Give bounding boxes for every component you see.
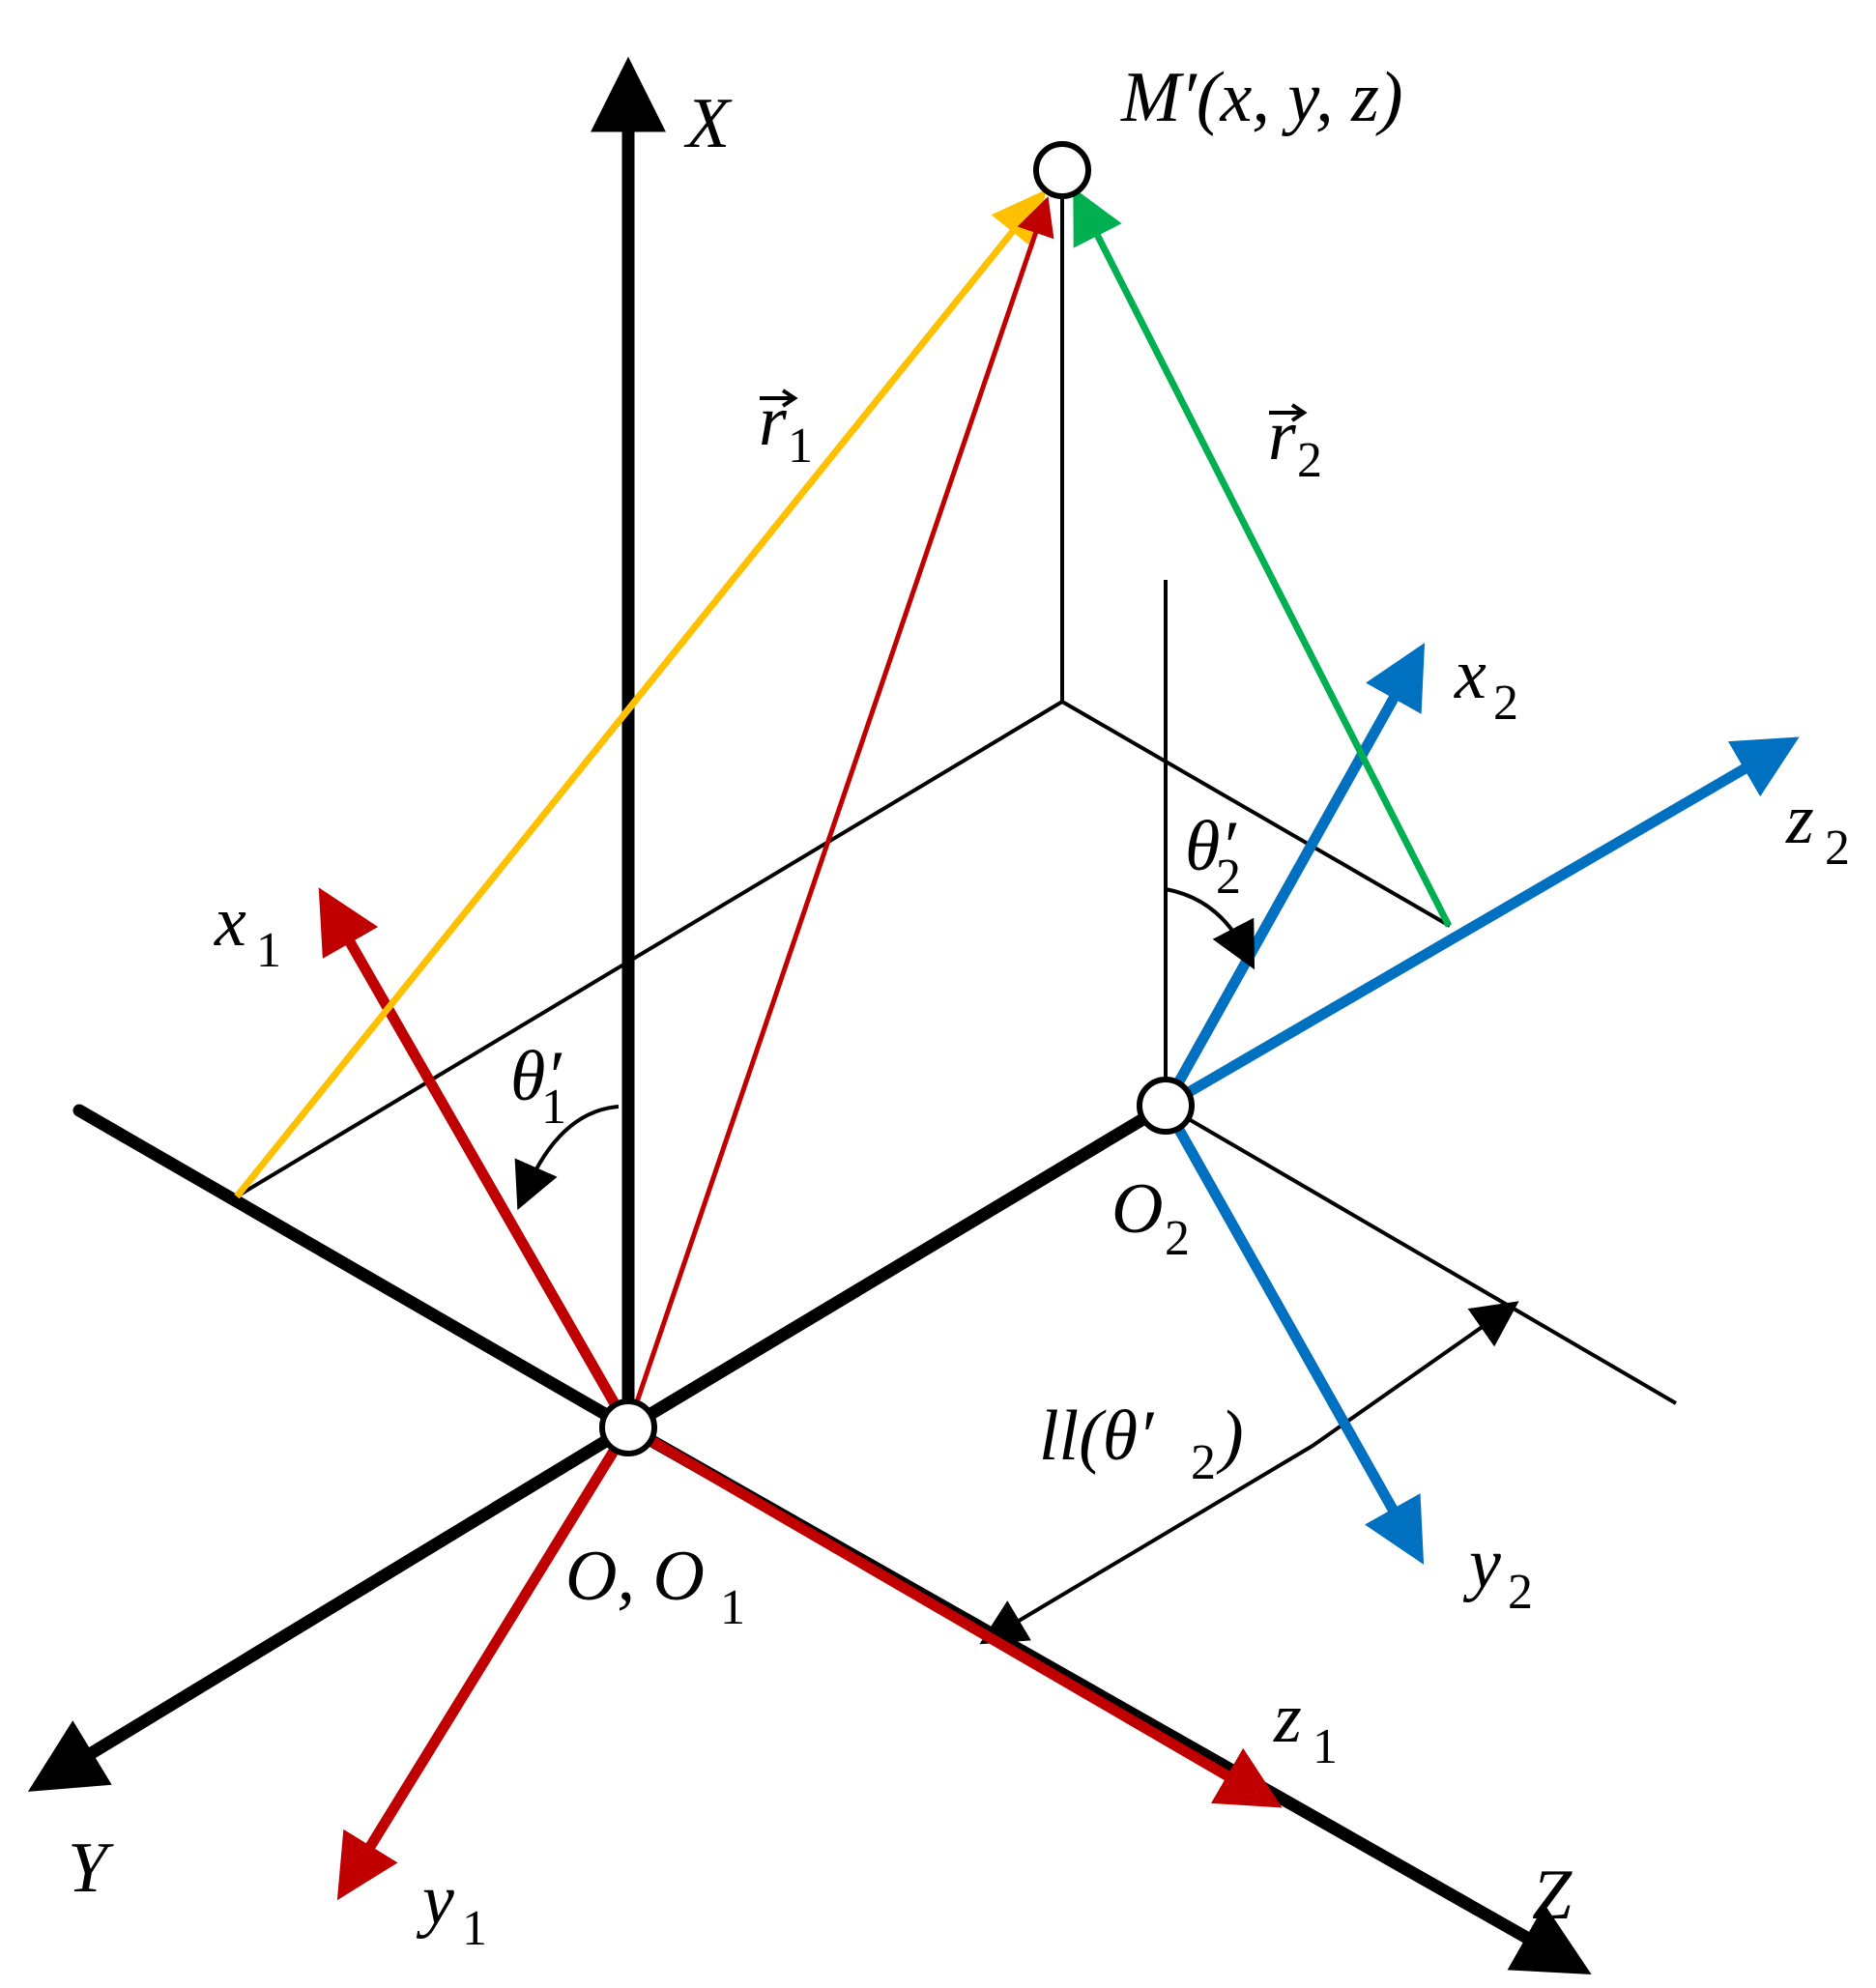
axis-Y [27,1421,635,1792]
guide-back-right [1060,700,1452,928]
label-z1-sub: 1 [1313,1719,1338,1774]
label-distance-text: ll(θ′ [1039,1397,1155,1476]
world-axes [27,56,1592,1974]
label-theta1-letter: θ′ [510,1037,563,1116]
point-origin [599,1398,657,1456]
label-r2-letter: r [1268,396,1297,475]
label-z1-letter: z [1273,1679,1302,1758]
label-z2-letter: z [1785,780,1814,859]
point-o2 [1137,1077,1195,1135]
angle-arcs [514,887,1255,1210]
label-r1-sub: 1 [788,418,813,474]
label-y1: y 1 [416,1860,487,1956]
theta1-arc [514,1105,620,1210]
label-distance: ll(θ′ 2 ) [1039,1397,1244,1490]
frame-1 [318,887,1283,1901]
label-theta1: θ′ 1 [510,1037,566,1135]
label-o2: O 2 [1111,1169,1190,1266]
label-point-m: M′(x, y, z) [1120,58,1403,137]
label-y2-letter: y [1462,1524,1501,1603]
label-origin-text: O, O [565,1537,705,1616]
theta2-arc [1165,887,1255,970]
label-r2: r 2 [1268,396,1322,488]
label-x2-letter: x [1454,635,1486,714]
vector-o-to-m [625,196,1054,1428]
label-y1-sub: 1 [462,1901,487,1956]
axis-x2 [1160,643,1426,1111]
label-x1-letter: x [214,882,246,962]
label-Z: Z [1532,1856,1573,1935]
vector-r1 [234,189,1047,1199]
label-z2-sub: 2 [1825,821,1850,876]
point-m-prime [1033,141,1091,199]
label-origin: O, O 1 [565,1537,745,1635]
label-o2-sub: 2 [1165,1211,1190,1266]
label-distance-sub: 2 [1191,1435,1216,1490]
vector-arrow-icon [760,389,798,408]
label-r1-letter: r [759,382,788,461]
position-vectors [234,187,1453,1428]
guide-o2-z [1164,1104,1678,1405]
label-x1-sub: 1 [256,923,281,978]
label-theta2: θ′ 2 [1185,807,1241,905]
label-x2-sub: 2 [1493,676,1518,731]
distance-arrow-lower [979,1444,1314,1645]
axis-y2 [1160,1100,1425,1565]
label-x1: x 1 [214,882,281,978]
label-y2-sub: 2 [1508,1565,1533,1620]
axis-Y-negative [72,1104,635,1434]
label-y1-letter: y [416,1860,454,1940]
guide-lines [235,172,1678,1405]
label-y2: y 2 [1462,1524,1533,1620]
label-z1: z 1 [1273,1679,1338,1774]
axis-z1 [622,1422,1283,1808]
label-distance-close: ) [1216,1397,1244,1476]
label-z2: z 2 [1785,780,1850,876]
axis-y1 [336,1422,634,1901]
label-r2-sub: 2 [1297,433,1322,488]
label-o2-text: O [1111,1169,1163,1249]
label-x2: x 2 [1454,635,1518,731]
frame-2 [1160,643,1800,1565]
label-theta2-letter: θ′ [1185,807,1237,886]
axis-z2 [1160,736,1800,1111]
guide-front-left [235,700,1064,1198]
axis-x1 [318,887,634,1433]
label-X: X [683,84,733,163]
vector-arrow-icon [1269,403,1308,422]
label-r1: r 1 [759,382,813,474]
label-theta1-sub: 1 [541,1080,566,1135]
label-Y: Y [68,1829,114,1908]
vector-r2 [1073,187,1453,928]
label-origin-sub: 1 [720,1580,745,1635]
label-theta2-sub: 2 [1216,850,1241,905]
axis-O-to-O2 [621,1099,1172,1434]
